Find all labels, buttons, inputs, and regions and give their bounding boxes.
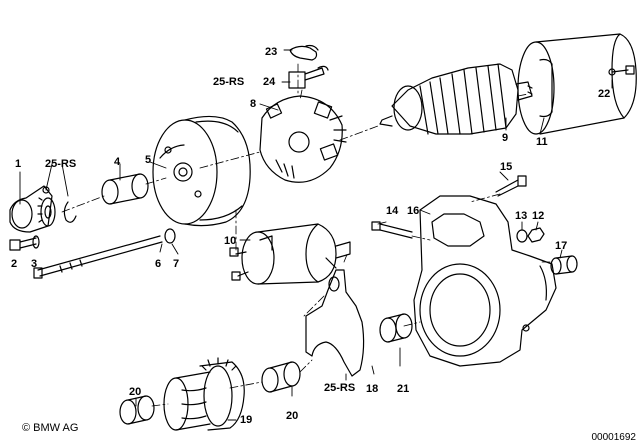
part-15-bolt — [495, 175, 527, 197]
assembly-axis-lines — [61, 63, 553, 407]
part-4-bushing — [101, 173, 149, 205]
part-16-drive-housing — [413, 195, 557, 367]
part-23-clip — [289, 44, 319, 61]
part-25rs-ring — [63, 201, 77, 223]
callout-18: 18 — [366, 383, 379, 395]
callout-11: 11 — [536, 136, 548, 148]
part-17-bushing — [550, 255, 578, 275]
callout-23: 23 — [265, 46, 278, 58]
part-20-bushing-a — [119, 395, 155, 425]
part-3-washer — [32, 235, 40, 249]
part-18-shift-lever — [305, 257, 365, 377]
callout-1: 1 — [15, 158, 22, 170]
part-25rs-gear — [37, 197, 56, 227]
callout-7: 7 — [173, 258, 180, 270]
part-9-armature — [379, 63, 533, 135]
part-7-washer — [164, 228, 176, 244]
callout-2: 2 — [11, 258, 18, 270]
callout-25-rs-top: 25-RS — [213, 76, 245, 88]
callout-4: 4 — [114, 156, 121, 168]
part-2-bolt — [9, 237, 37, 251]
copyright-symbol: © — [22, 422, 31, 434]
callout-19: 19 — [240, 414, 253, 426]
part-22-screw — [611, 65, 635, 75]
callout-12: 12 — [532, 210, 545, 222]
callout-25-rs-bottom: 25-RS — [324, 382, 356, 394]
callout-20-right: 20 — [286, 410, 299, 422]
part-10-solenoid — [229, 223, 351, 285]
part-14-bolt — [371, 221, 413, 239]
callout-22: 22 — [598, 88, 611, 100]
part-8-brush-plate — [259, 95, 347, 183]
part-1-cap — [9, 185, 53, 233]
callout-6: 6 — [155, 258, 162, 270]
callout-3: 3 — [31, 258, 38, 270]
copyright-text: BMW AG — [33, 422, 79, 434]
part-11-pole-housing — [517, 33, 637, 135]
part-21-bushing — [379, 313, 413, 343]
callout-9: 9 — [502, 132, 509, 144]
callout-5: 5 — [145, 154, 152, 166]
leader-lines — [19, 49, 613, 421]
callout-10: 10 — [224, 235, 237, 247]
callout-21: 21 — [397, 383, 410, 395]
callout-14: 14 — [386, 205, 399, 217]
part-19-pinion — [163, 357, 245, 431]
part-13-washer — [516, 229, 528, 243]
part-20-bushing-b — [261, 361, 301, 393]
part-6-through-bolt — [33, 235, 163, 279]
callout-15: 15 — [500, 161, 513, 173]
part-12-nut — [527, 227, 545, 243]
callout-8: 8 — [250, 98, 257, 110]
callout-17: 17 — [555, 240, 568, 252]
callout-16: 16 — [407, 205, 420, 217]
part-5-end-housing — [152, 115, 251, 227]
part-24-brush — [288, 65, 329, 89]
copyright-mark: © BMW AG — [22, 422, 78, 434]
callout-13: 13 — [515, 210, 528, 222]
callout-25-rs-left: 25-RS — [45, 158, 77, 170]
callout-24: 24 — [263, 76, 276, 88]
callout-20-left: 20 — [129, 386, 142, 398]
document-number: 00001692 — [591, 432, 637, 443]
